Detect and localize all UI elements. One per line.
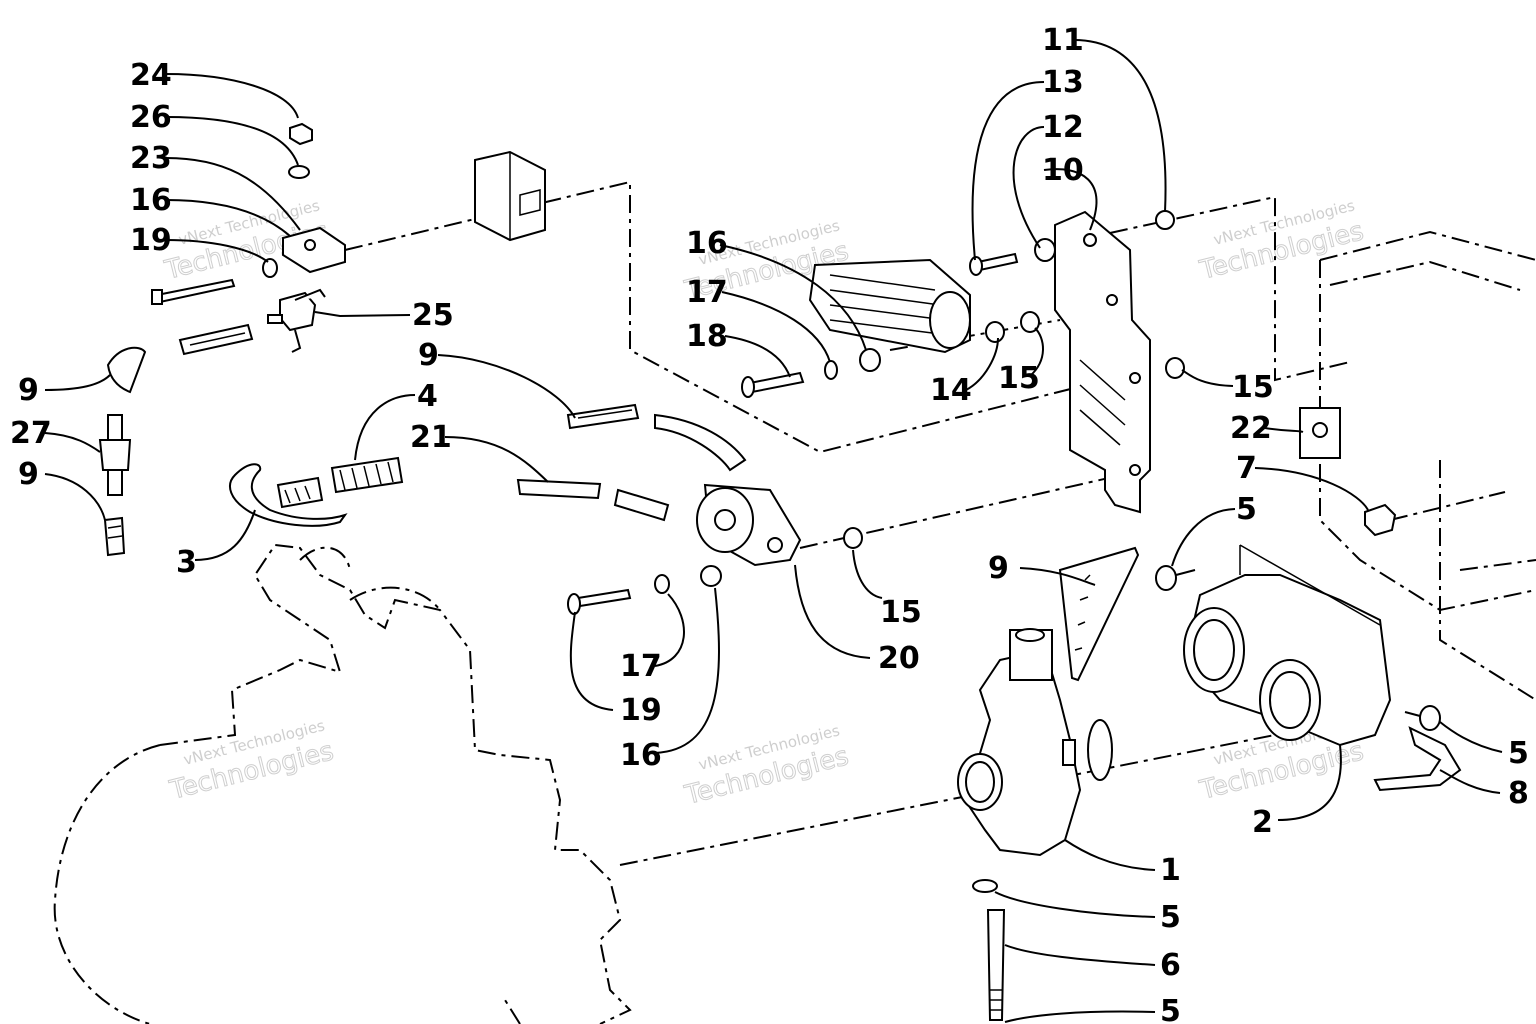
- callout-24: 24: [130, 58, 172, 93]
- watermark: vNext Technologies Technologies: [681, 721, 852, 811]
- callout-3: 3: [176, 545, 197, 580]
- callout-18: 18: [686, 319, 728, 354]
- callout-23: 23: [130, 141, 172, 176]
- callout-9: 9: [18, 457, 39, 492]
- callout-13: 13: [1042, 65, 1084, 100]
- callout-16: 16: [686, 226, 728, 261]
- callout-19: 19: [130, 223, 172, 258]
- callout-9: 9: [988, 551, 1009, 586]
- callout-19: 19: [620, 693, 662, 728]
- ignition-coil: [741, 258, 1040, 398]
- spring-parts: [229, 456, 404, 527]
- callout-12: 12: [1042, 110, 1084, 145]
- mounting-bracket: [969, 210, 1185, 514]
- callout-16: 16: [620, 738, 662, 773]
- callout-6: 6: [1160, 948, 1181, 983]
- callout-26: 26: [130, 100, 172, 135]
- callout-10: 10: [1042, 153, 1084, 188]
- callout-5: 5: [1508, 736, 1529, 771]
- callout-2: 2: [1252, 805, 1273, 840]
- callout-20: 20: [878, 641, 920, 676]
- callout-17: 17: [620, 649, 662, 684]
- callout-9: 9: [18, 373, 39, 408]
- callout-17: 17: [686, 275, 728, 310]
- callout-9: 9: [418, 338, 439, 373]
- callout-27: 27: [10, 416, 52, 451]
- callout-8: 8: [1508, 776, 1529, 811]
- callout-1: 1: [1160, 853, 1181, 888]
- callout-25: 25: [412, 298, 454, 333]
- callout-16: 16: [130, 183, 172, 218]
- console-panel: [1299, 230, 1536, 701]
- callout-7: 7: [1236, 451, 1257, 486]
- callout-5: 5: [1160, 900, 1181, 935]
- fuel-tank-mount-block: [474, 150, 546, 242]
- carburetor: [957, 546, 1140, 1021]
- watermark: vNext Technologies Technologies: [166, 716, 337, 806]
- primer-assembly: [98, 122, 346, 557]
- callout-21: 21: [410, 420, 452, 455]
- callout-5: 5: [1160, 994, 1181, 1024]
- callout-5: 5: [1236, 492, 1257, 527]
- callout-4: 4: [417, 379, 438, 414]
- callout-15: 15: [880, 595, 922, 630]
- callout-14: 14: [930, 373, 972, 408]
- intake-silencer: [1155, 544, 1462, 792]
- callout-15: 15: [1232, 370, 1274, 405]
- callout-15: 15: [998, 361, 1040, 396]
- callout-labels: 24 26 23 16 19 25 9 27 9 3 4 21 9 16 17 …: [10, 23, 1529, 1024]
- fuel-pump-group: [516, 403, 863, 615]
- callout-22: 22: [1230, 411, 1272, 446]
- callout-11: 11: [1042, 23, 1084, 58]
- leader-lines: [44, 39, 1503, 1023]
- engine-outline: [53, 543, 632, 1024]
